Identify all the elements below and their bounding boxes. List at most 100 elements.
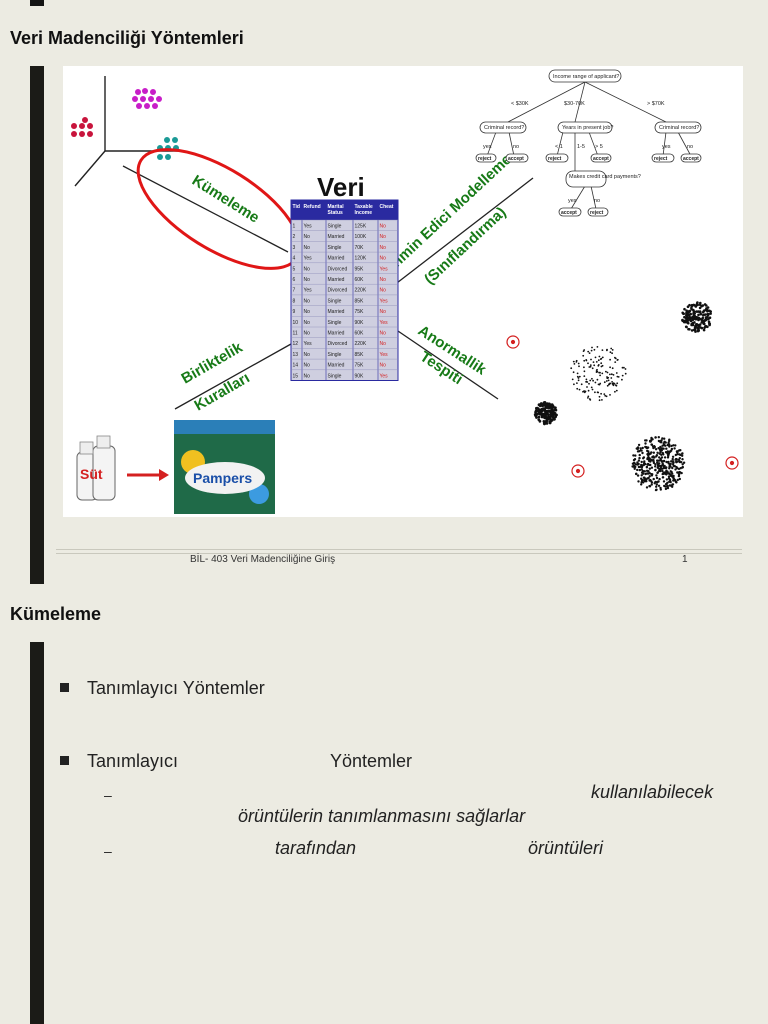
scatter-point <box>681 463 684 466</box>
scatter-point <box>648 440 652 443</box>
table-cell: Married <box>328 277 345 283</box>
table-cell: 7 <box>293 288 296 294</box>
scatter-point <box>607 379 610 382</box>
scatter-point <box>664 487 668 491</box>
scatter-point <box>691 323 694 326</box>
scatter-point <box>654 465 657 468</box>
scatter-point <box>657 462 660 466</box>
scatter-point <box>650 466 654 469</box>
scatter-point <box>614 390 616 393</box>
slide1-accent-bar <box>30 66 44 584</box>
table-cell: 14 <box>293 363 299 369</box>
scatter-point <box>684 320 688 324</box>
scatter-point <box>611 352 613 355</box>
scatter-point <box>600 392 602 395</box>
scatter-point <box>590 386 593 389</box>
scatter-point <box>671 455 675 458</box>
scatter-point <box>671 472 674 475</box>
scatter-point <box>594 381 597 384</box>
scatter-point <box>679 449 682 452</box>
scatter-point <box>605 370 607 373</box>
scatter-point <box>685 318 688 322</box>
scatter-point <box>646 472 649 475</box>
table-header-cell: Taxable <box>355 204 373 210</box>
scatter-point <box>675 458 678 461</box>
scatter-point <box>691 315 694 319</box>
sub1-text-b: örüntülerin tanımlanmasını sağlarlar <box>238 806 526 826</box>
tree-branch-mid: $30-70K <box>564 101 585 107</box>
table-cell: No <box>304 309 311 315</box>
scatter-point <box>596 346 599 348</box>
table-cell: Married <box>328 363 345 369</box>
footer-course-name: BİL- 403 Veri Madenciliğine Giriş <box>190 554 336 565</box>
tree-yes-3: yes <box>568 198 577 204</box>
scatter-point <box>664 441 667 444</box>
scatter-point <box>650 483 653 486</box>
table-cell: No <box>304 320 311 326</box>
scatter-point <box>596 368 598 371</box>
table-cell: No <box>380 341 387 347</box>
scatter-point <box>686 305 690 308</box>
scatter-point <box>652 451 655 454</box>
scatter-point <box>594 391 596 394</box>
tree-no-3: no <box>594 198 600 204</box>
scatter-point <box>578 375 581 378</box>
scatter-point <box>610 373 613 376</box>
scatter-point <box>570 367 573 370</box>
tree-leaf-reject-4: reject <box>590 210 604 216</box>
scatter-point <box>661 437 664 440</box>
tree-yes-1: yes <box>483 144 492 150</box>
scatter-point <box>670 444 673 448</box>
scatter-point <box>536 406 539 410</box>
scatter-point <box>650 481 654 484</box>
table-cell: No <box>304 373 311 379</box>
arrow-icon <box>127 469 169 481</box>
scatter-point <box>543 421 546 425</box>
scatter-point <box>653 456 656 459</box>
scatter-point <box>592 361 595 363</box>
table-cell: 85K <box>355 298 365 304</box>
scatter-point <box>585 380 588 383</box>
scatter-point <box>700 326 704 330</box>
scatter-point <box>679 467 682 470</box>
scatter-point <box>668 464 671 467</box>
scatter-point <box>649 463 652 467</box>
scatter-point <box>659 488 662 491</box>
table-cell: No <box>380 277 387 283</box>
table-cell: Married <box>328 256 345 262</box>
table-cell: Divorced <box>328 288 348 294</box>
scatter-point <box>670 447 674 451</box>
scatter-point <box>646 449 649 453</box>
scatter-point <box>599 371 601 374</box>
scatter-point <box>655 485 658 488</box>
slide2-title: Kümeleme <box>10 604 102 624</box>
tree-yes-2: yes <box>662 144 671 150</box>
scatter-point <box>687 327 690 331</box>
scatter-point <box>644 439 647 442</box>
scatter-point <box>641 446 644 450</box>
clustering-label: Kümeleme <box>189 172 262 227</box>
table-cell: 9 <box>293 309 296 315</box>
table-cell: Divorced <box>328 341 348 347</box>
data-mining-figure: Kümeleme Tahmin Edici Modelleme (Sınıfla… <box>63 66 743 517</box>
scatter-point <box>644 462 647 466</box>
scatter-point <box>693 327 697 330</box>
scatter-point <box>583 366 585 369</box>
milk-label: Süt <box>80 466 103 482</box>
scatter-point <box>615 389 618 392</box>
scatter-point <box>591 388 594 391</box>
scatter-point <box>683 307 686 311</box>
scatter-point <box>643 470 646 473</box>
scatter-point <box>690 308 693 311</box>
scatter-point <box>605 380 608 382</box>
scatter-point <box>673 447 676 450</box>
table-cell: 85K <box>355 352 365 358</box>
tree-root: Income range of applicant? <box>553 74 619 80</box>
scatter-point <box>576 375 579 378</box>
scatter-point <box>537 415 541 419</box>
scatter-point <box>637 480 640 483</box>
scatter-point <box>687 319 690 322</box>
scatter-point <box>613 382 616 385</box>
scatter-point <box>590 358 592 361</box>
scatter-point <box>542 401 546 405</box>
